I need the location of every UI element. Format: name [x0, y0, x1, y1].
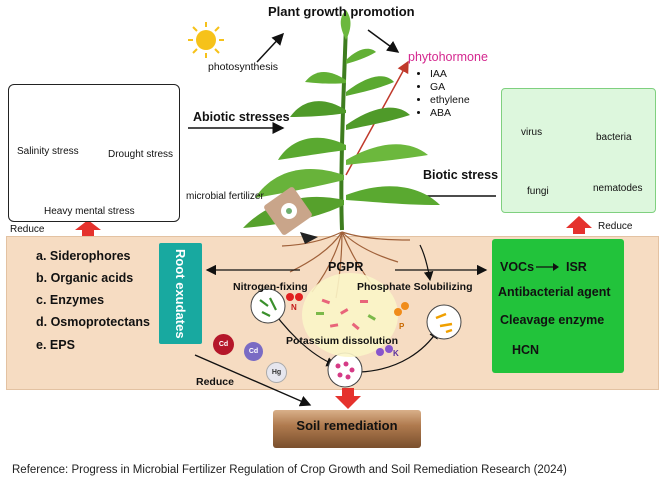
nematodes-label: nematodes: [593, 183, 643, 194]
cd-label: Cd: [248, 348, 259, 355]
phytohormone-item: ethylene: [430, 94, 470, 107]
reduce-right-label: Reduce: [598, 221, 633, 232]
soil-remediation-label: Soil remediation: [296, 418, 398, 433]
heavy-metal-label: Heavy mental stress: [44, 206, 135, 217]
phosphate-microbe-icon: [426, 304, 462, 340]
red-reduce-arrows: [75, 216, 592, 409]
reduce-bottom-arrow: [194, 354, 312, 407]
root-exudates-label: Root exudates: [173, 248, 188, 339]
exudate-item: c. Enzymes: [36, 293, 105, 307]
reduce-bottom-label: Reduce: [196, 376, 234, 388]
phytohormone-list: IAA GA ethylene ABA: [416, 68, 470, 120]
hcn-label: HCN: [512, 343, 540, 357]
exudate-item: e. EPS: [36, 338, 75, 352]
phytohormone-item: GA: [430, 81, 470, 94]
cycle-arrow-top: [419, 244, 434, 282]
cd-ion-icon: Cd: [244, 342, 263, 361]
potassium-microbe-icon: [327, 352, 363, 388]
abiotic-stresses-label: Abiotic stresses: [193, 110, 290, 124]
cd-label: Cd: [218, 341, 229, 348]
na-label: Na⁺: [23, 111, 34, 117]
exudate-item: b. Organic acids: [36, 271, 134, 285]
pgpr-label: PGPR: [328, 260, 364, 274]
phytohormone-arrow-black: [367, 29, 400, 53]
salinity-label: Salinity stress: [17, 146, 79, 157]
phytohormone-item: ABA: [430, 107, 470, 120]
hg-label: Hg: [271, 369, 282, 376]
root-exudates-box: Root exudates: [159, 243, 202, 344]
k-label: K: [393, 349, 399, 358]
bacteria-label: bacteria: [596, 132, 632, 143]
biotic-stress-box: [501, 88, 656, 213]
exudate-item: a. Siderophores: [36, 249, 131, 263]
pgpr-zone: [302, 273, 398, 357]
photosynthesis-label: photosynthesis: [208, 61, 279, 73]
pb-label: Pb: [83, 184, 91, 190]
cd-ion-icon: Cd: [213, 334, 234, 355]
antibacterial-label: Antibacterial agent: [498, 285, 611, 299]
plant-growth-title: Plant growth promotion: [268, 4, 415, 19]
vocs-label: VOCs: [500, 260, 535, 274]
mechanism-box: VOCs ISR Antibacterial agent Cleavage en…: [492, 239, 624, 373]
photosynthesis-arrow: [256, 32, 285, 63]
virus-label: virus: [521, 127, 543, 138]
phytohormone-label: phytohormone: [408, 50, 488, 64]
drought-label: Drought stress: [108, 149, 174, 160]
n-label: N: [291, 303, 297, 312]
microbial-fertilizer-label: microbial fertilizer: [186, 191, 264, 202]
p-label: P: [399, 322, 405, 331]
reference-text: Reference: Progress in Microbial Fertili…: [12, 464, 567, 476]
phosphate-solubilizing-label: Phosphate Solubilizing: [357, 281, 473, 293]
potassium-dissolution-label: Potassium dissolution: [286, 335, 399, 347]
sun-icon: [188, 22, 224, 58]
fungi-label: fungi: [527, 186, 549, 197]
hg-ion-icon: Hg: [266, 362, 287, 383]
phytohormone-item: IAA: [430, 68, 470, 81]
vocs-isr-arrow: [536, 263, 559, 271]
soil-remediation-bar: [273, 410, 421, 448]
biotic-stress-label: Biotic stress: [423, 168, 499, 182]
reduce-left-label: Reduce: [10, 224, 45, 235]
isr-label: ISR: [566, 260, 587, 274]
abiotic-stress-box: [8, 84, 180, 222]
fertilizer-bag-icon: [264, 187, 318, 244]
exudate-item: d. Osmoprotectans: [36, 315, 150, 329]
hg-small-label: Hg: [94, 176, 101, 182]
cleavage-label: Cleavage enzyme: [500, 313, 605, 327]
nitrogen-fixing-label: Nitrogen-fixing: [233, 281, 308, 293]
